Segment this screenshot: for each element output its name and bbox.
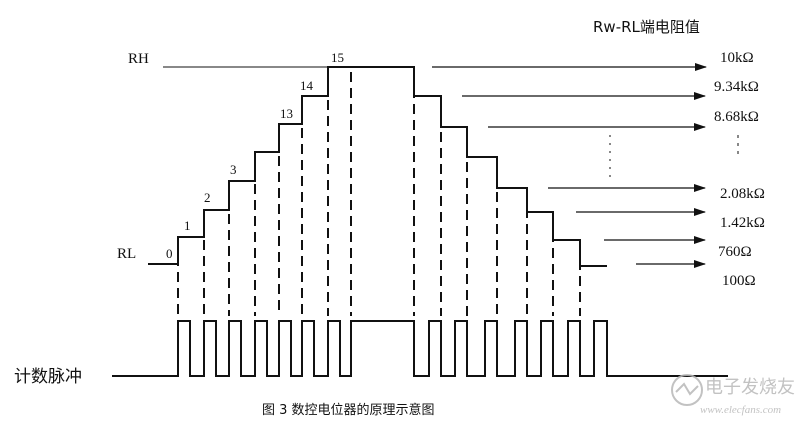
pulse-label: 计数脉冲 <box>14 367 82 387</box>
step-number: 1 <box>184 218 191 233</box>
watermark-logo-icon <box>671 374 703 406</box>
staircase-waveform <box>148 66 607 267</box>
watermark-logo-mark <box>675 382 699 396</box>
watermark: 电子发烧友 www.elecfans.com <box>671 374 795 416</box>
rh-label: RH <box>128 51 149 67</box>
step-number: 3 <box>230 162 237 177</box>
resistance-value: 100Ω <box>722 273 756 289</box>
resistance-value: 2.08kΩ <box>720 186 765 202</box>
step-number: 13 <box>280 106 293 121</box>
watermark-brand: 电子发烧友 <box>705 377 795 398</box>
watermark-url: www.elecfans.com <box>700 404 781 416</box>
resistance-labels: 10kΩ 9.34kΩ 8.68kΩ 2.08kΩ 1.42kΩ 760Ω 10… <box>714 50 765 289</box>
resistance-arrows <box>432 63 707 268</box>
rl-label: RL <box>117 246 136 262</box>
step-number: 14 <box>300 78 314 93</box>
pulse-train <box>112 320 728 377</box>
resistance-value: 8.68kΩ <box>714 109 759 125</box>
step-number: 15 <box>331 50 344 65</box>
figure-caption: 图 3 数控电位器的原理示意图 <box>262 402 435 418</box>
resistance-value: 1.42kΩ <box>720 215 765 231</box>
resistance-header: Rw-RL端电阻值 <box>593 18 700 36</box>
resistance-value: 760Ω <box>718 244 752 260</box>
step-number: 2 <box>204 190 211 205</box>
step-dash-lines <box>177 72 581 316</box>
resistance-value: 10kΩ <box>720 50 754 66</box>
step-number: 0 <box>166 246 173 261</box>
resistance-value: 9.34kΩ <box>714 79 759 95</box>
